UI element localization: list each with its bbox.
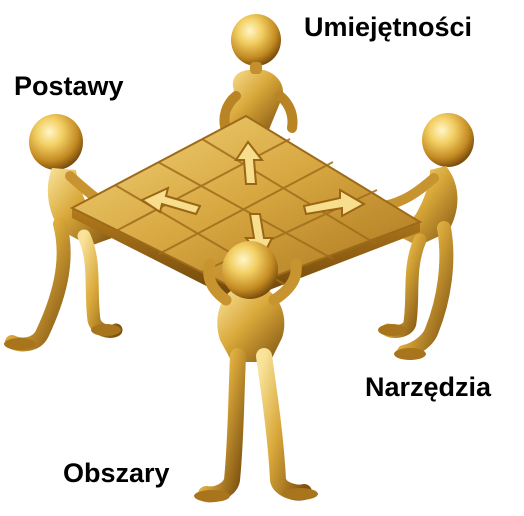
label-narzedzia: Narzędzia — [365, 374, 491, 401]
label-postawy: Postawy — [14, 73, 124, 100]
figure-top — [224, 14, 292, 132]
label-obszary: Obszary — [63, 460, 170, 487]
label-umiejetnosci: Umiejętności — [304, 14, 472, 41]
figure-bottom — [194, 241, 318, 502]
